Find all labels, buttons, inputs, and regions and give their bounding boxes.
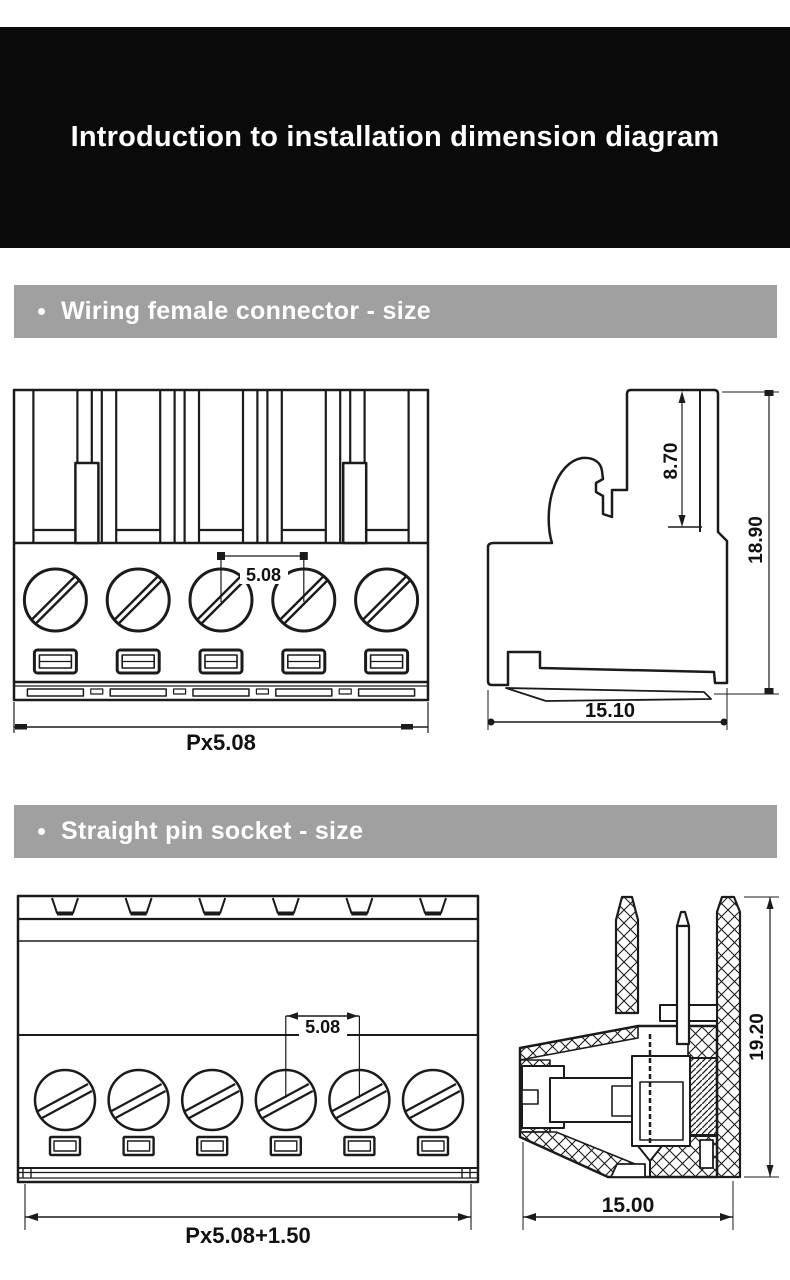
socket-front-view (16, 894, 480, 1184)
latch-window-left (74, 461, 100, 545)
latch-window-right (341, 461, 368, 545)
section-title: Wiring female connector - size (61, 297, 431, 325)
dim-label-female-pitch: 5.08 (246, 565, 281, 585)
title-banner: Introduction to installation dimension d… (0, 27, 790, 248)
base-strip (18, 1167, 478, 1179)
section-header-pin-socket: Straight pin socket - size (14, 805, 777, 858)
dim-label-female-depth: 15.10 (585, 700, 635, 722)
section-header-female-connector: Wiring female connector - size (14, 285, 777, 338)
female-side-view (486, 388, 729, 702)
female-front-view (12, 388, 430, 702)
page-title: Introduction to installation dimension d… (70, 121, 720, 153)
wire-entry-slots (32, 648, 410, 675)
dim-socket-overall-height: 19.20 (744, 896, 779, 1178)
dim-label-socket-pitch: 5.08 (305, 1017, 340, 1037)
dim-female-pitch: 5.08 (217, 552, 308, 602)
base-sliver (505, 687, 712, 702)
left-wall (614, 895, 640, 1015)
wire-entry-slots (48, 1135, 450, 1157)
dim-female-overall: Px5.08 (13, 702, 429, 755)
pin-socket-drawing: 5.08 Px5.08+1.50 (16, 894, 779, 1248)
dim-female-overall-height: 18.90 (714, 390, 779, 695)
right-wall (715, 895, 742, 1179)
screw-circles (22, 567, 420, 633)
dim-female-depth: 15.10 (487, 688, 728, 730)
dim-label-socket-overall: Px5.08+1.50 (185, 1223, 310, 1248)
solder-pin (675, 910, 691, 1046)
female-connector-drawing: 5.08 Px5.08 8.70 (12, 388, 779, 755)
section-title: Straight pin socket - size (61, 817, 364, 845)
dim-socket-pitch: 5.08 (285, 1012, 360, 1098)
dim-female-tab-height: 8.70 (661, 391, 702, 528)
dim-label-female-overall-height: 18.90 (746, 516, 767, 564)
dim-socket-overall: Px5.08+1.50 (24, 1184, 472, 1248)
dim-label-socket-overall-height: 19.20 (747, 1013, 768, 1061)
dim-label-female-tab-height: 8.70 (661, 443, 682, 480)
bullet-dot-icon (38, 828, 45, 835)
socket-side-view (518, 895, 742, 1179)
bullet-dot-icon (38, 308, 45, 315)
screw-circles (33, 1068, 465, 1132)
dim-label-socket-depth: 15.00 (602, 1194, 655, 1217)
dim-socket-depth: 15.00 (522, 1142, 734, 1230)
base-strips (14, 680, 428, 697)
top-notches (51, 897, 447, 916)
dim-label-female-overall: Px5.08 (186, 730, 256, 755)
clamp-details (521, 1034, 691, 1178)
